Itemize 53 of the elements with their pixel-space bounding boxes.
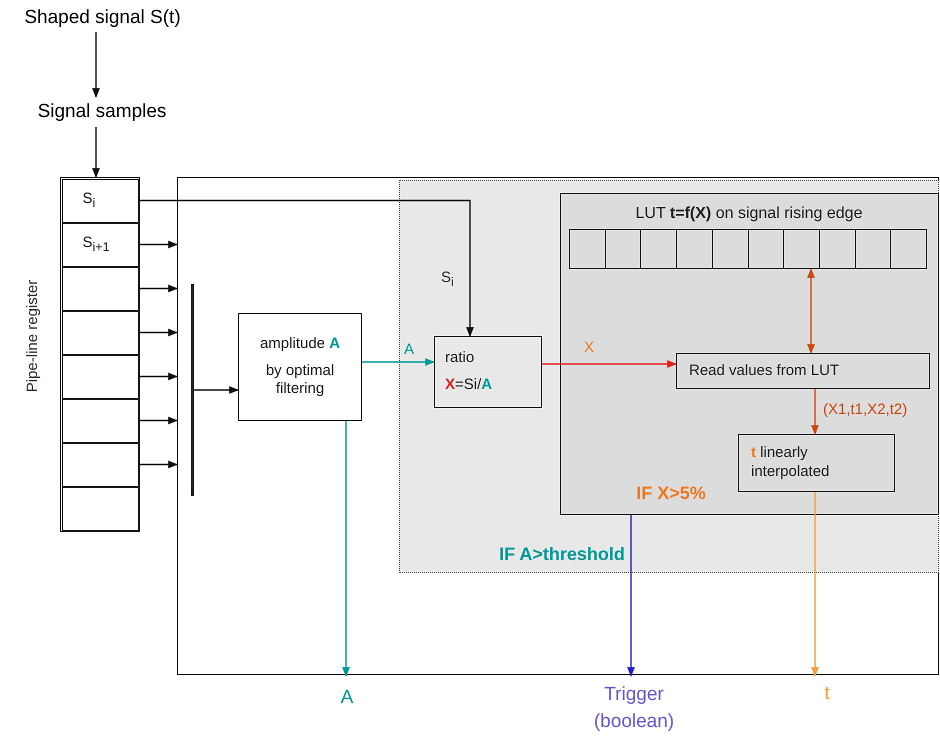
arrow [811,492,819,677]
bus-bar [191,284,194,496]
input-label: Signal samples [22,97,182,127]
box-text: t linearly interpolated [751,444,830,482]
arrow [138,328,178,336]
processing-block [177,177,939,675]
register-cell [62,178,138,222]
register-label: Pipe-line register [24,278,42,394]
edge-label: (X1,t1,X2,t2) [823,402,908,418]
arrow [138,372,178,380]
register-cell [62,310,138,354]
box-text: Read values from LUT [689,362,840,380]
arrow [627,515,635,677]
process-box [738,434,895,492]
arrow [342,421,350,677]
condition-label: IF X>5% [635,482,707,504]
sample-label: S$_{i+1}$ [82,234,110,256]
register-cell [62,486,138,530]
panel-title: LUT t=f(X) on signal rising edge [634,204,864,224]
pipeline-register [60,177,140,532]
process-box [676,353,930,389]
arrow [138,200,474,337]
input-label: Shaped signal S(t) [10,4,195,32]
box-text: by optimal filtering [264,362,336,400]
box-text: ratio [445,349,474,368]
lookup-panel [560,193,939,515]
condition-label: IF A>threshold [498,543,626,566]
arrow [138,416,178,424]
arrow [92,32,100,98]
box-text: X=Si/A [445,376,492,395]
output-label: t [812,676,842,712]
condition-region [399,180,939,573]
register-cell [62,266,138,310]
arrow [362,358,435,366]
sample-label: S$_{i}$ [82,190,96,212]
arrow [811,389,819,435]
arrow [138,284,178,292]
output-label: A [333,676,361,720]
output-label: Trigger (boolean) [580,676,688,742]
process-box [434,336,542,408]
register-cell [62,222,138,266]
register-cell [62,398,138,442]
register-cell [62,354,138,398]
box-text: amplitude A [260,334,340,354]
arrow [138,460,178,468]
arrow [807,268,815,354]
process-box [238,313,362,421]
lookup-table [569,229,927,269]
arrow [542,360,677,368]
arrow [194,386,239,394]
arrow [138,240,178,248]
arrow [92,127,100,178]
register-cell [62,442,138,486]
